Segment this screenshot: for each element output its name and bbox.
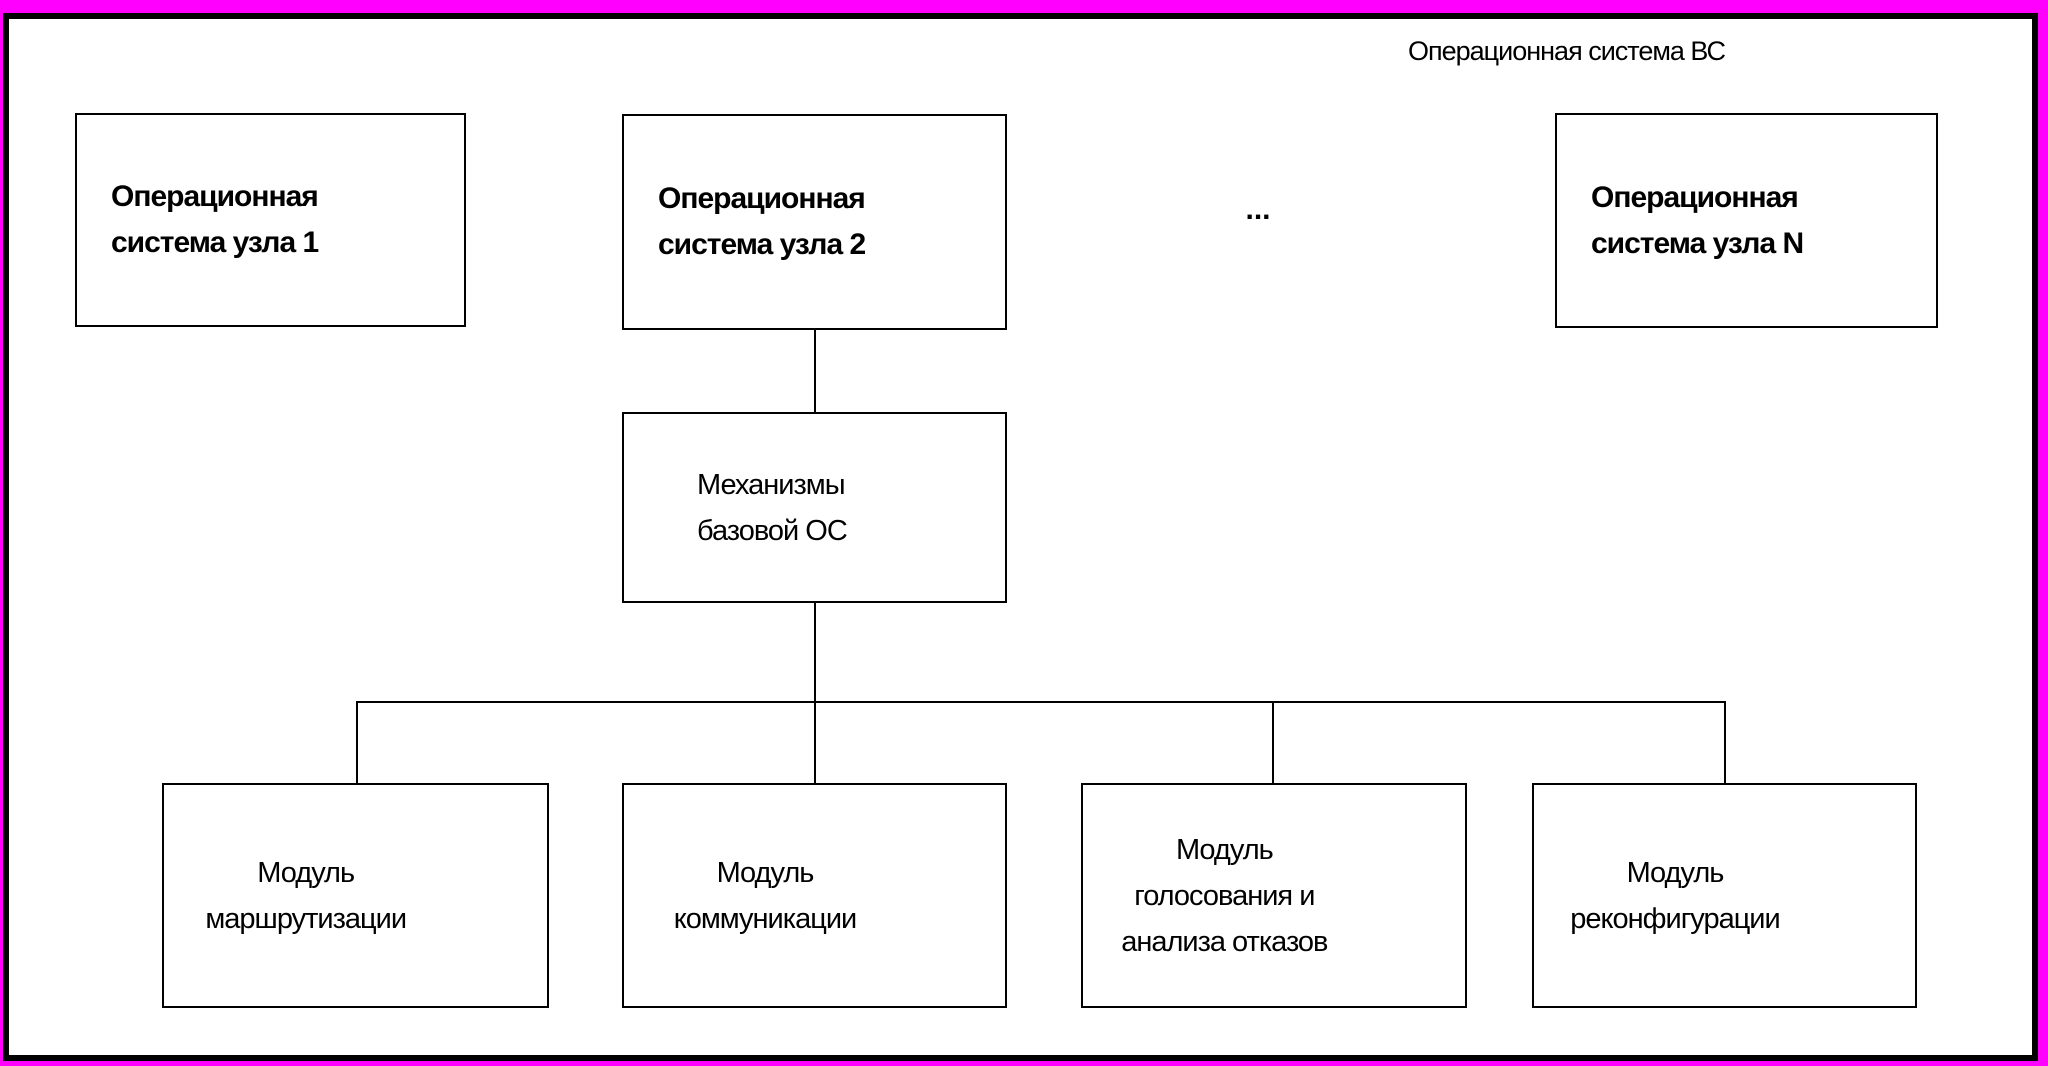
module-routing-line2: маршрутизации [205,902,407,935]
module-voting-line2: голосования и [1134,879,1315,912]
module-reconfiguration-line1: Модуль [1626,856,1725,889]
connector-bus-to-module-reconfiguration [1724,701,1726,783]
module-communication-line1: Модуль [716,856,815,889]
connector-bus [356,701,1726,703]
module-routing-label: Модуль маршрутизации [164,850,447,942]
ellipsis-more-nodes: ... [1245,193,1271,226]
connector-base-to-bus [814,603,816,702]
os-node-1-box: Операционная система узла 1 [75,113,466,327]
os-node-n-label-line2: система узла N [1591,226,1804,260]
connector-os2-to-base [814,330,816,412]
module-reconfiguration-box: Модуль реконфигурации [1532,783,1917,1008]
module-reconfiguration-label: Модуль реконфигурации [1534,850,1816,942]
module-voting-failure-analysis-box: Модуль голосования и анализа отказов [1081,783,1467,1008]
module-routing-line1: Модуль [257,856,355,889]
module-voting-line1: Модуль [1175,833,1274,866]
module-voting-label: Модуль голосования и анализа отказов [1083,827,1366,965]
module-reconfiguration-line2: реконфигурации [1570,902,1780,935]
base-os-label-line1: Механизмы [697,468,846,501]
os-node-2-box: Операционная система узла 2 [622,114,1007,330]
os-node-1-label-line2: система узла 1 [111,226,319,259]
diagram-title: Операционная система ВС [1408,36,1726,66]
os-node-n-box: Операционная система узла N [1555,113,1938,328]
module-communication-line2: коммуникации [673,902,858,935]
connector-bus-to-module-voting [1272,701,1274,783]
connector-bus-to-module-communication [814,701,816,783]
connector-bus-to-module-routing [356,701,358,783]
os-node-2-label-line1: Операционная [658,182,866,215]
base-os-mechanisms-box: Механизмы базовой ОС [622,412,1007,603]
module-communication-label: Модуль коммуникации [624,850,906,942]
os-node-n-label-line1: Операционная [1591,180,1799,214]
os-node-1-label-line1: Операционная [111,180,319,213]
base-os-label-line2: базовой ОС [697,514,848,547]
module-communication-box: Модуль коммуникации [622,783,1007,1008]
module-routing-box: Модуль маршрутизации [162,783,549,1008]
module-voting-line3: анализа отказов [1121,925,1328,958]
os-node-2-label-line2: система узла 2 [658,228,866,261]
